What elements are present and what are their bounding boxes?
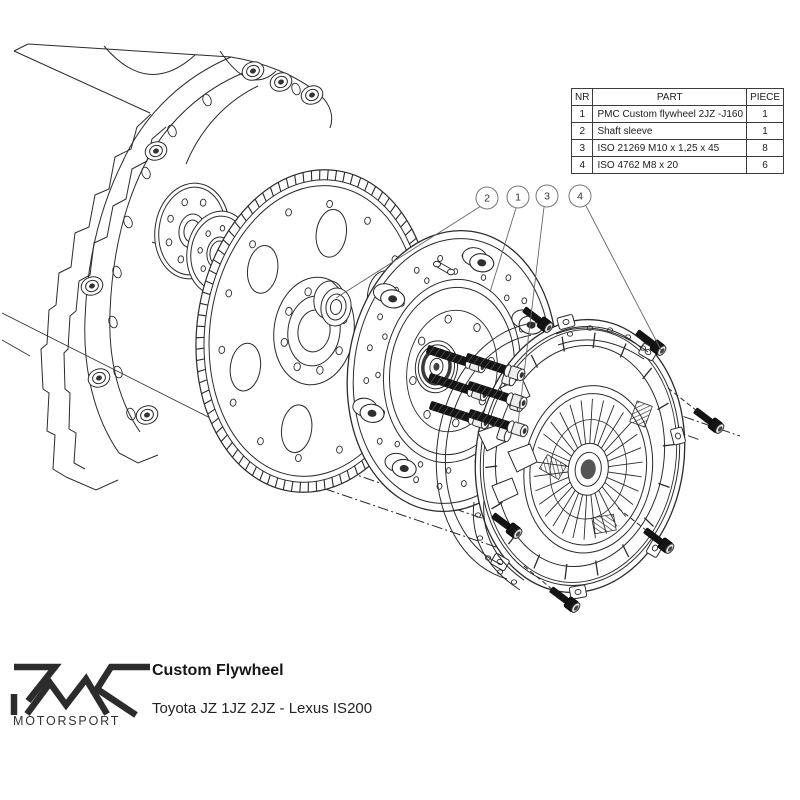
callout-label: 1 xyxy=(515,192,521,204)
table-row: 2 Shaft sleeve 1 xyxy=(570,122,785,140)
assembly-parts-group xyxy=(1,43,741,613)
leader-line-2 xyxy=(335,205,482,299)
cell-piece: 6 xyxy=(746,156,785,174)
cell-part: ISO 21269 M10 x 1,25 x 45 xyxy=(592,139,748,157)
callout-balloon-3: 3 xyxy=(535,184,559,208)
product-title: Custom Flywheel xyxy=(152,662,284,679)
callout-balloons: 2 1 3 4 xyxy=(475,184,592,210)
callout-balloon-2: 2 xyxy=(475,186,499,210)
parts-table-header-row: NR PART PIECE xyxy=(570,88,785,106)
callout-balloon-1: 1 xyxy=(506,185,530,209)
cell-part: PMC Custom flywheel 2JZ -J160 xyxy=(592,105,748,123)
logo-p-stroke xyxy=(14,663,62,704)
cell-piece: 1 xyxy=(746,122,785,140)
cell-part: ISO 4762 M8 x 20 xyxy=(592,156,748,174)
callout-label: 2 xyxy=(484,193,490,205)
callout-label: 3 xyxy=(544,191,550,203)
cell-nr: 1 xyxy=(570,105,594,123)
callout-balloon-4: 4 xyxy=(568,184,592,208)
logo-m-stroke xyxy=(24,673,110,716)
parts-table: NR PART PIECE 1 PMC Custom flywheel 2JZ … xyxy=(570,88,785,174)
product-subtitle: Toyota JZ 1JZ 2JZ - Lexus IS200 xyxy=(152,700,373,717)
col-header-part: PART xyxy=(592,88,748,106)
pmc-logo-icon xyxy=(10,663,150,718)
leader-line-4 xyxy=(585,205,662,351)
table-row: 4 ISO 4762 M8 x 20 6 xyxy=(570,156,785,174)
callout-leader-lines xyxy=(335,205,662,425)
cell-part: Shaft sleeve xyxy=(592,122,748,140)
table-row: 3 ISO 21269 M10 x 1,25 x 45 8 xyxy=(570,139,785,157)
col-header-nr: NR xyxy=(570,88,594,106)
table-row: 1 PMC Custom flywheel 2JZ -J160 1 xyxy=(570,105,785,123)
cell-nr: 3 xyxy=(570,139,594,157)
cell-piece: 1 xyxy=(746,105,785,123)
col-header-piece: PIECE xyxy=(746,88,785,106)
brand-wordmark: MOTORSPORT xyxy=(13,714,121,728)
cell-piece: 8 xyxy=(746,139,785,157)
cell-nr: 4 xyxy=(570,156,594,174)
leader-line-1 xyxy=(489,207,517,293)
leader-line-3 xyxy=(517,206,545,425)
logo-c-stroke xyxy=(92,663,150,718)
cell-nr: 2 xyxy=(570,122,594,140)
callout-label: 4 xyxy=(577,191,583,203)
